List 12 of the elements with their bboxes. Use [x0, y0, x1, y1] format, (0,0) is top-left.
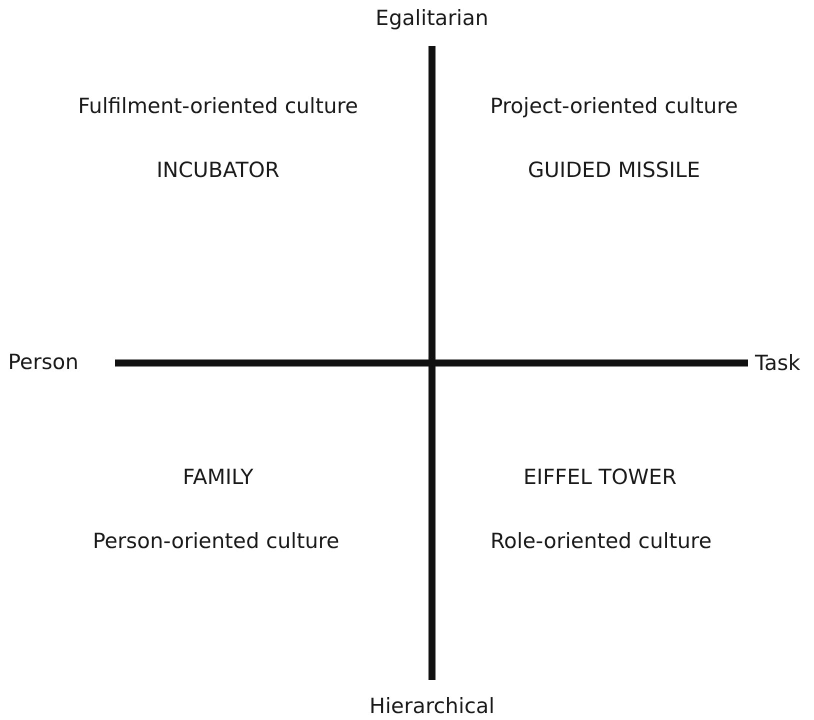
quadrant-title: GUIDED MISSILE	[528, 158, 700, 182]
axis-label: Hierarchical	[369, 694, 495, 718]
quadrant-title: EIFFEL TOWER	[523, 465, 677, 489]
axis-label: Task	[755, 351, 800, 375]
axis-label: Person	[8, 350, 79, 374]
quadrant-title: FAMILY	[182, 465, 254, 489]
quadrant-subtitle: Project-oriented culture	[490, 94, 738, 118]
quadrant-subtitle: Fulfilment-oriented culture	[78, 94, 358, 118]
quadrant-subtitle: Person-oriented culture	[92, 529, 340, 553]
axis-label: Egalitarian	[376, 6, 488, 30]
quadrant-title: INCUBATOR	[156, 158, 280, 182]
quadrant-subtitle: Role-oriented culture	[490, 529, 712, 553]
